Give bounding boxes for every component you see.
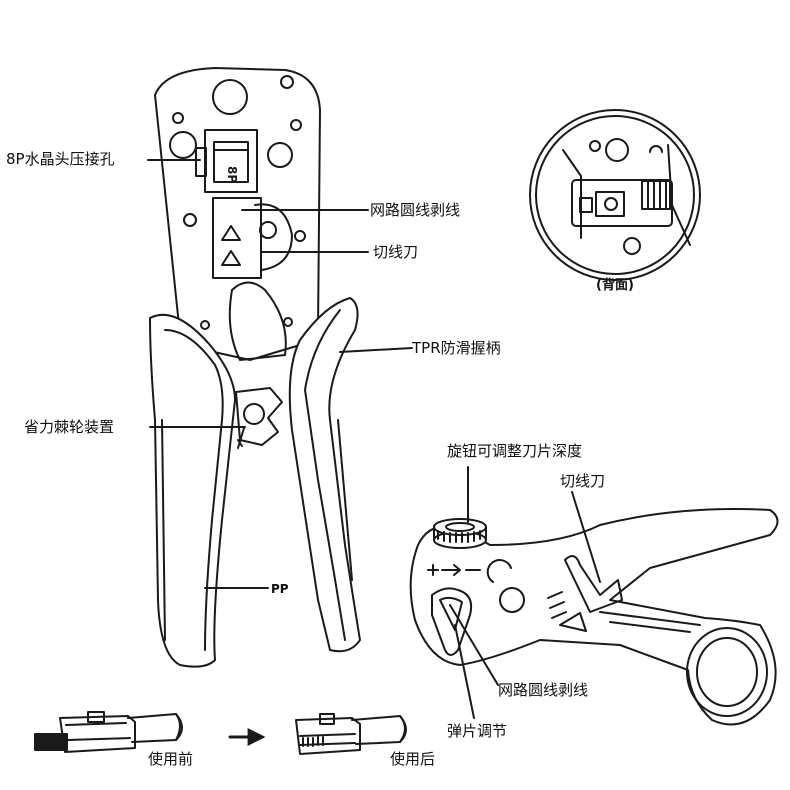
die-8p-mark: 8P <box>225 166 239 183</box>
label-back-view: (背面) <box>596 278 634 293</box>
wire-stripper <box>409 508 779 726</box>
cutter-block <box>212 197 293 279</box>
back-view-magnifier <box>529 109 701 281</box>
label-pp: PP <box>271 582 289 596</box>
label-cutter-right: 切线刀 <box>560 472 606 490</box>
label-cutter-top: 切线刀 <box>373 243 419 261</box>
leader-tpr-grip <box>339 347 413 353</box>
leader-strip-round-right <box>449 604 499 686</box>
label-before: 使用前 <box>148 750 194 768</box>
crimp-die-8p <box>169 129 293 193</box>
depth-knob <box>433 518 487 549</box>
label-ratchet: 省力棘轮装置 <box>24 418 115 436</box>
rj45-after <box>295 713 407 755</box>
leader-spring-adjust <box>454 624 475 719</box>
rj45-before <box>34 711 183 753</box>
lower-jaw <box>228 281 287 361</box>
leader-cutter-right <box>571 491 601 583</box>
label-strip-round-right: 网路圆线剥线 <box>498 681 589 699</box>
label-knob-adjust: 旋钮可调整刀片深度 <box>447 442 583 460</box>
crimper-head <box>154 67 321 361</box>
label-crimp-port: 8P水晶头压接孔 <box>6 150 115 168</box>
ratchet-mechanism <box>235 387 283 449</box>
label-strip-round-top: 网路圆线剥线 <box>370 201 461 219</box>
label-tpr-grip: TPR防滑握柄 <box>412 339 501 357</box>
label-spring-adjust: 弹片调节 <box>447 722 508 740</box>
left-handle <box>149 313 236 668</box>
label-after: 使用后 <box>390 750 436 768</box>
right-handle <box>288 297 361 653</box>
